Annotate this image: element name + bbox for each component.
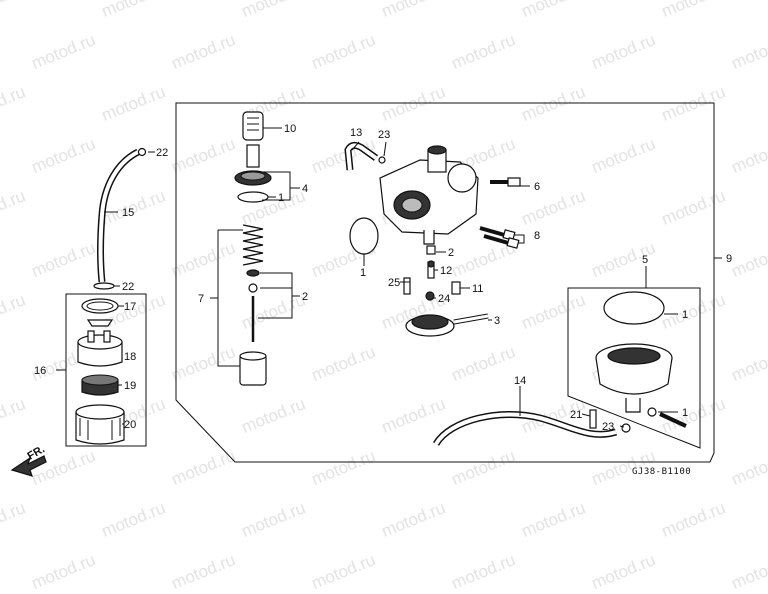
callout-25: 25: [388, 277, 400, 289]
needle-jet-12: [427, 260, 435, 279]
callout-14: 14: [514, 375, 526, 387]
callout-9: 9: [726, 253, 732, 265]
diagram-code: GJ38-B1100: [632, 467, 691, 477]
callout-8: 8: [534, 230, 540, 242]
filter-element-19: [81, 374, 119, 396]
float-chamber-frame: [567, 287, 701, 449]
overflow-tube: [432, 411, 618, 447]
needle-retainer: [248, 283, 258, 293]
cap-10: [242, 111, 264, 141]
callout-20: 20: [124, 419, 136, 431]
callout-19: 19: [124, 380, 136, 392]
callout-4: 4: [302, 183, 308, 195]
callout-23: 23: [378, 129, 390, 141]
callout-10: 10: [284, 123, 296, 135]
filter-cup-20: [75, 404, 125, 445]
callout-6: 6: [534, 181, 540, 193]
front-direction-arrow: FR.: [10, 443, 47, 477]
callout-24: 24: [438, 293, 450, 305]
fuel-filter-frame: [65, 293, 147, 447]
callout-5: 5: [642, 254, 648, 266]
callout-22: 22: [122, 281, 134, 293]
clip-22-bottom: [93, 282, 115, 290]
assembly-frame: [175, 102, 715, 463]
callout-1: 1: [360, 267, 366, 279]
callout-2: 2: [448, 247, 454, 259]
carburetor-body: [379, 145, 479, 245]
callout-7: 7: [198, 293, 204, 305]
callout-labels: 22 15 22 17 18 19 20 16 10 4 1 7 2 13 23…: [34, 123, 732, 477]
throttle-valve: [239, 351, 267, 386]
callout-15: 15: [122, 207, 134, 219]
choke-3: [405, 313, 489, 337]
clip-22-top: [137, 147, 147, 157]
carburetor-parts-diagram: FR. 22 15 22 17 18 19 20 16 10 4 1 7 2 1…: [10, 102, 732, 477]
callout-3: 3: [494, 315, 500, 327]
clip-23-top: [378, 156, 386, 164]
callout-12: 12: [440, 265, 452, 277]
callout-21: 21: [570, 409, 582, 421]
o-ring-1: [349, 217, 379, 255]
filter-clip: [86, 319, 114, 327]
callout-18: 18: [124, 351, 136, 363]
needle-clip: [246, 269, 260, 277]
callout-1: 1: [682, 309, 688, 321]
callout-16: 16: [34, 365, 46, 377]
filter-cap-18: [77, 330, 123, 367]
jet-2: [426, 245, 436, 255]
callout-17: 17: [124, 301, 136, 313]
callout-2: 2: [302, 291, 308, 303]
screw-8: [479, 226, 520, 249]
callout-23: 23: [602, 421, 614, 433]
leader-lines: [56, 127, 722, 428]
callout-22: 22: [156, 147, 168, 159]
clip-23-bottom: [621, 423, 631, 433]
callout-13: 13: [350, 127, 362, 139]
drain-screw-1: [647, 407, 687, 428]
float-bowl: [595, 343, 673, 413]
throttle-spring: [242, 224, 264, 266]
callout-1: 1: [278, 192, 284, 204]
top-cap-4: [234, 144, 272, 186]
float-gasket-1: [603, 291, 665, 325]
screw-6: [490, 177, 521, 187]
pilot-jet-25: [403, 277, 411, 295]
callout-11: 11: [472, 283, 483, 295]
callout-1: 1: [682, 407, 688, 419]
jet-24: [425, 291, 435, 301]
screw-11: [451, 281, 461, 295]
bolt-21: [589, 409, 597, 429]
